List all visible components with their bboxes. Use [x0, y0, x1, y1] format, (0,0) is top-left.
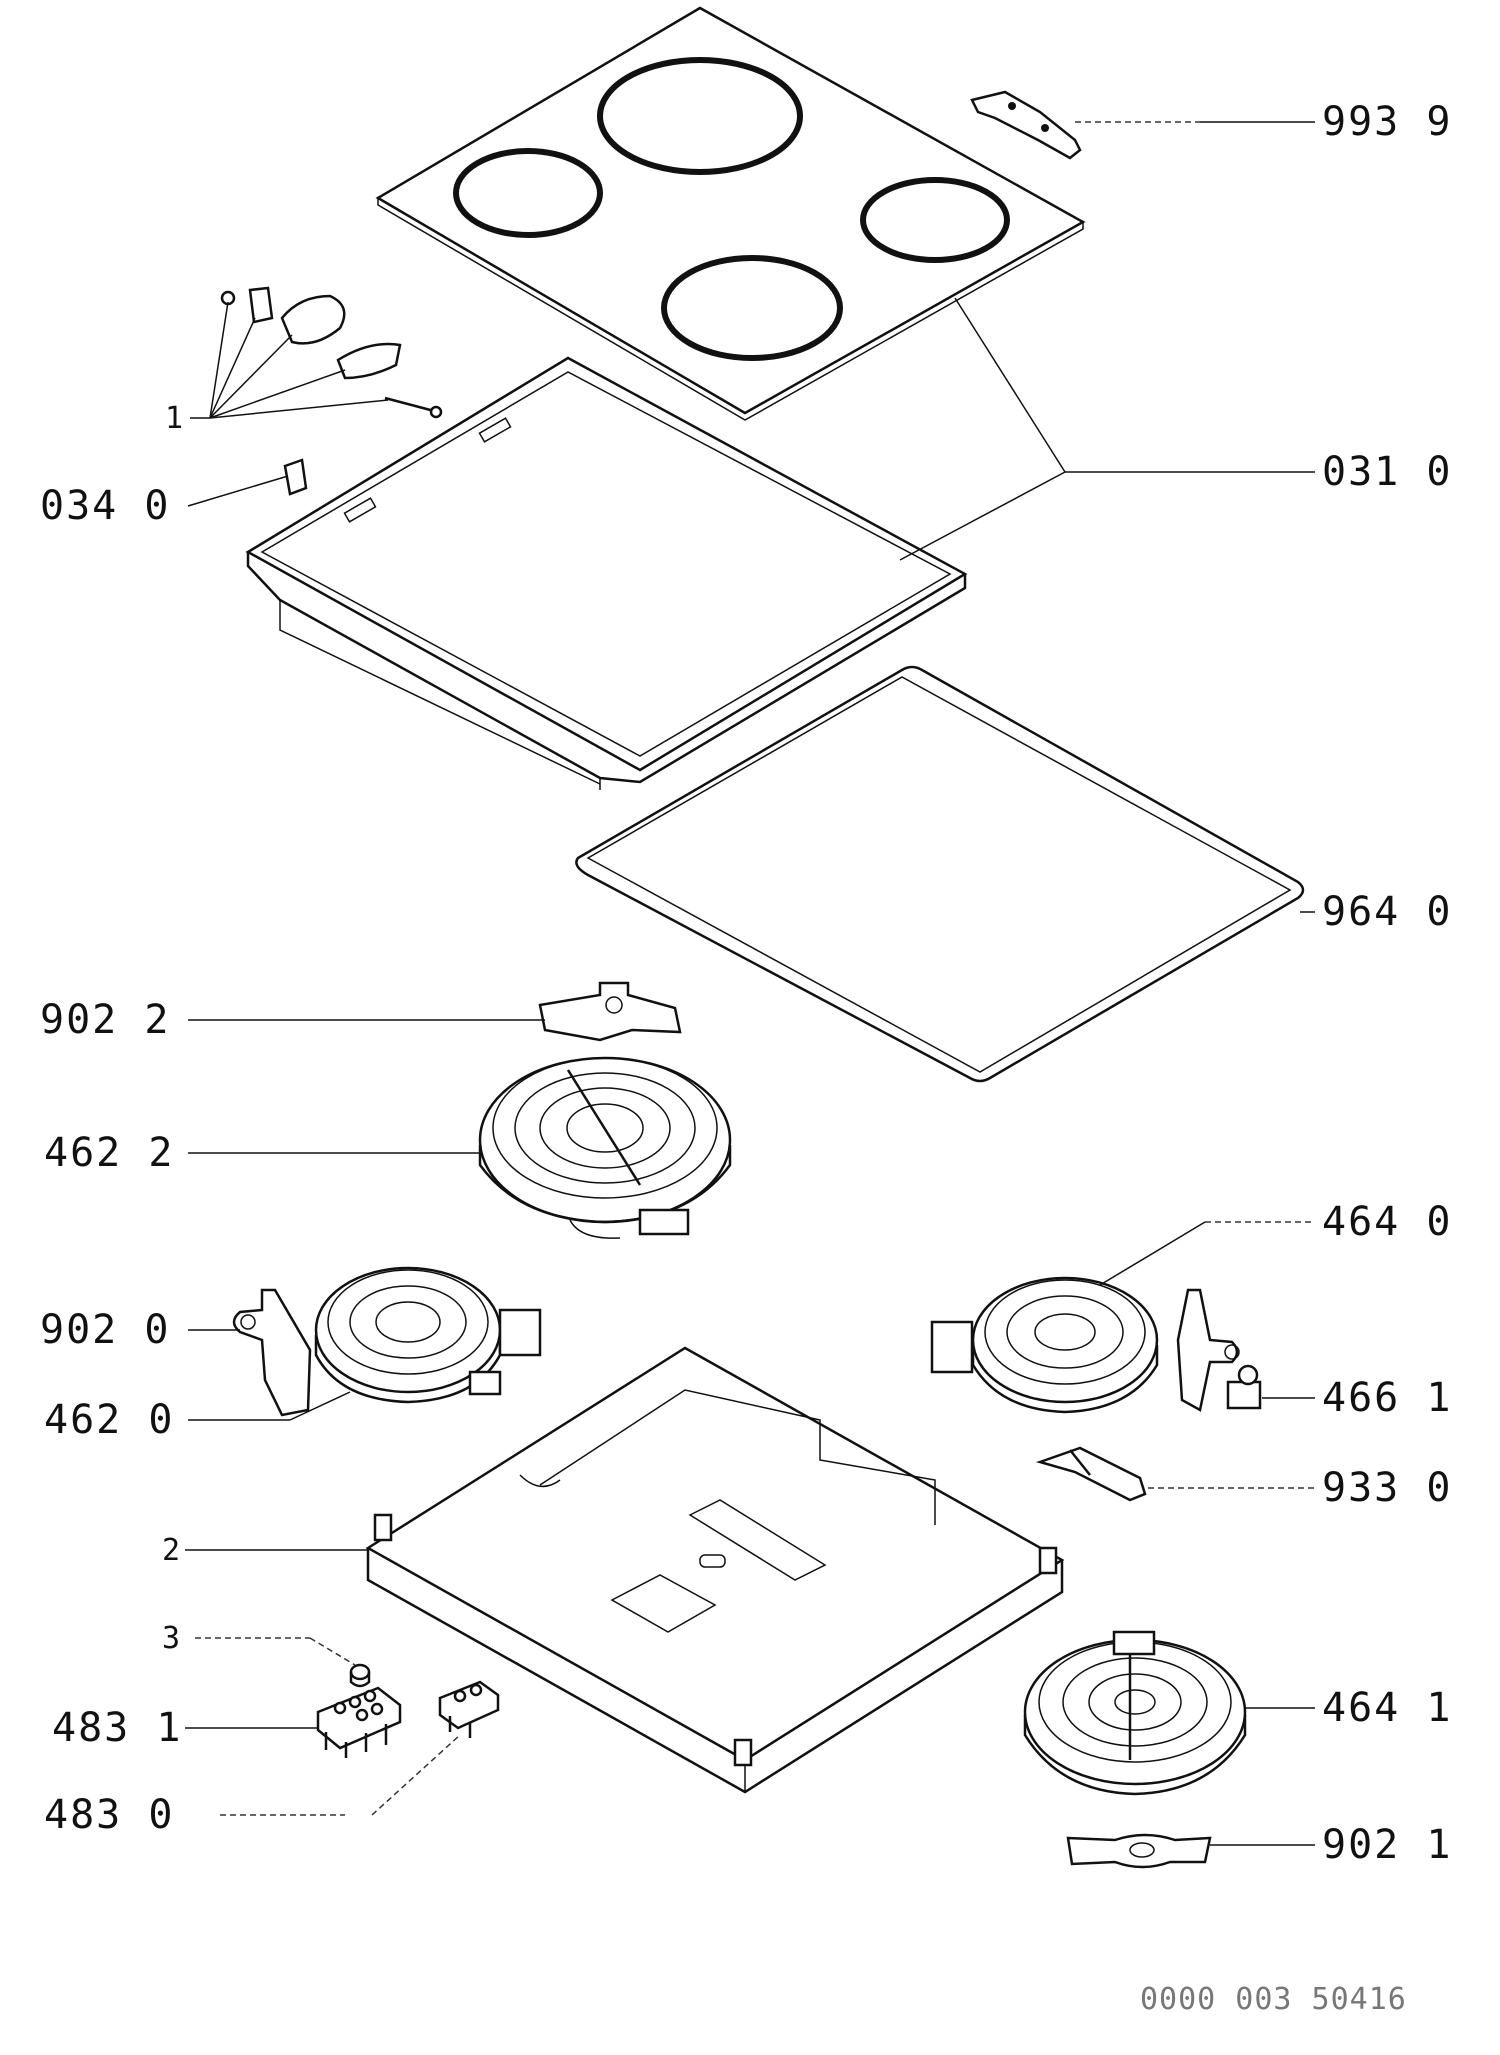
- terminal-block-483-1: [316, 1686, 402, 1758]
- heating-element-464-0: [930, 1276, 1240, 1414]
- fastener-set-1: [220, 286, 443, 419]
- hob-frame: [245, 356, 968, 790]
- label-483-1: 483 1: [52, 1705, 183, 1751]
- ceramic-hob-top: [375, 6, 1086, 421]
- part-933-0: [1035, 1446, 1147, 1502]
- label-034-0: 034 0: [40, 483, 171, 529]
- drawing-code: 0000 003 50416: [1140, 1982, 1407, 2017]
- label-993-9: 993 9: [1322, 99, 1453, 145]
- label-964-0: 964 0: [1322, 889, 1453, 935]
- bottom-tray-2: [365, 1346, 1065, 1794]
- heating-element-464-1: [1023, 1630, 1247, 1796]
- label-464-0: 464 0: [1322, 1199, 1453, 1245]
- clip-034-0: [283, 458, 308, 496]
- label-1: 1: [165, 401, 186, 436]
- bracket-902-0: [232, 1288, 312, 1417]
- label-031-0: 031 0: [1322, 449, 1453, 495]
- heating-element-462-2: [478, 1056, 732, 1239]
- label-902-2: 902 2: [40, 997, 171, 1043]
- label-462-2: 462 2: [44, 1130, 175, 1176]
- label-2: 2: [162, 1533, 183, 1568]
- label-902-1: 902 1: [1322, 1822, 1453, 1868]
- label-464-1: 464 1: [1322, 1685, 1453, 1731]
- label-902-0: 902 0: [40, 1307, 171, 1353]
- bracket-902-2: [538, 981, 682, 1042]
- label-462-0: 462 0: [44, 1397, 175, 1443]
- bracket-902-1: [1066, 1833, 1212, 1869]
- terminal-block-483-0: [438, 1680, 500, 1738]
- plug-3: [349, 1663, 371, 1688]
- label-3: 3: [162, 1621, 183, 1656]
- bracket-993-9: [970, 90, 1082, 160]
- gasket-964-0: [575, 665, 1305, 1083]
- label-466-1: 466 1: [1322, 1375, 1453, 1421]
- part-466-1: [1226, 1364, 1262, 1410]
- label-483-0: 483 0: [44, 1792, 175, 1838]
- label-933-0: 933 0: [1322, 1465, 1453, 1511]
- leader-lines: [185, 121, 1315, 1846]
- heating-element-462-0: [314, 1266, 542, 1404]
